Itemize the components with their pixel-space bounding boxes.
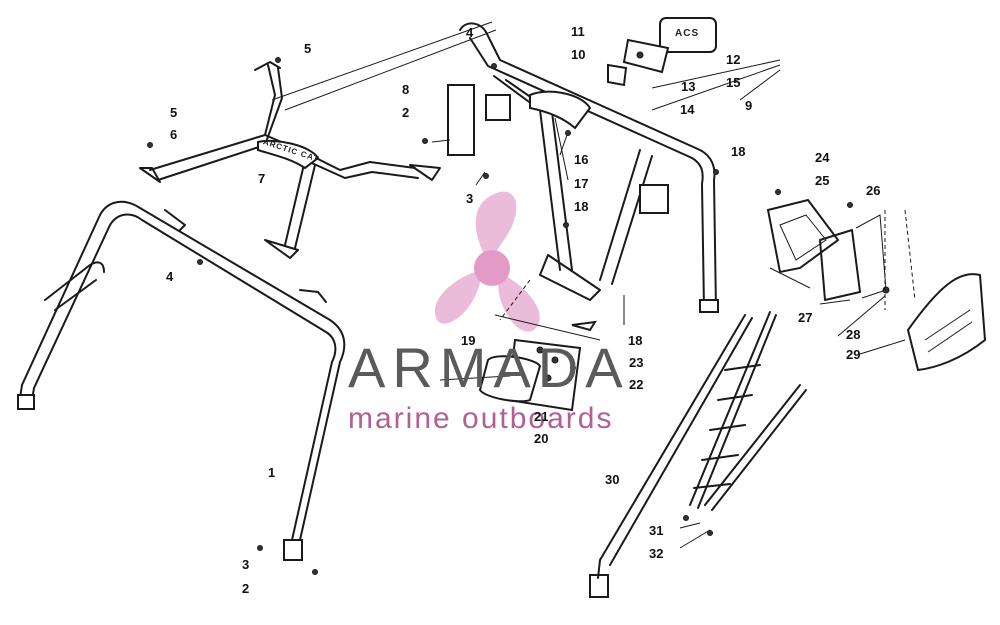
callout-16: 16: [574, 152, 589, 167]
callout-18: 18: [731, 144, 746, 159]
callout-1: 1: [268, 465, 276, 480]
callout-24: 24: [815, 150, 830, 165]
callout-4: 4: [166, 269, 174, 284]
part-6-upper-bar-assembly: [139, 61, 441, 259]
callout-21: 21: [534, 409, 549, 424]
propeller-blade-top: [475, 191, 517, 262]
callout-19: 19: [461, 333, 476, 348]
watermark-propeller-logo: [434, 191, 540, 332]
propeller-blade-right: [498, 276, 540, 332]
hardware-fasteners: [147, 57, 781, 575]
callout-18: 18: [628, 333, 643, 348]
watermark-brand: ARMADA: [348, 336, 630, 399]
callout-7: 7: [258, 171, 266, 186]
callout-17: 17: [574, 176, 589, 191]
part-12-tail-light-assembly: [607, 17, 781, 111]
callout-4: 4: [466, 25, 474, 40]
part-17-rear-cage: [447, 22, 719, 313]
propeller-hub: [474, 250, 510, 286]
propeller-blade-left: [434, 270, 481, 324]
callout-8: 8: [402, 82, 410, 97]
part-25-side-panel-assembly: [766, 198, 987, 372]
callout-6: 6: [170, 127, 178, 142]
callout-12: 12: [726, 52, 741, 67]
watermark-tagline: marine outboards: [348, 402, 614, 435]
leader-lines: [271, 21, 906, 549]
callout-22: 22: [629, 377, 644, 392]
callout-25: 25: [815, 173, 830, 188]
callout-3: 3: [242, 557, 250, 572]
callout-3: 3: [466, 191, 474, 206]
callout-23: 23: [629, 355, 644, 370]
callout-20: 20: [534, 431, 549, 446]
callout-11: 11: [571, 24, 585, 39]
callout-26: 26: [866, 183, 881, 198]
callout-15: 15: [726, 75, 741, 90]
callout-32: 32: [649, 546, 664, 561]
callout-14: 14: [680, 102, 695, 117]
callout-2: 2: [402, 105, 410, 120]
part-30-rear-rack: [589, 311, 807, 598]
callout-2: 2: [242, 581, 250, 596]
callout-13: 13: [681, 79, 696, 94]
callout-28: 28: [846, 327, 861, 342]
callout-10: 10: [571, 47, 586, 62]
callout-31: 31: [649, 523, 664, 538]
part-1-front-roll-bar: [17, 200, 346, 561]
callout-27: 27: [798, 310, 813, 325]
callout-18: 18: [574, 199, 589, 214]
callout-5: 5: [304, 41, 312, 56]
callout-5: 5: [170, 105, 178, 120]
light-text: ACS: [675, 28, 700, 39]
callout-9: 9: [745, 98, 753, 113]
callout-30: 30: [605, 472, 620, 487]
callout-29: 29: [846, 347, 861, 362]
part-20-license-plate-bracket: [478, 320, 597, 412]
